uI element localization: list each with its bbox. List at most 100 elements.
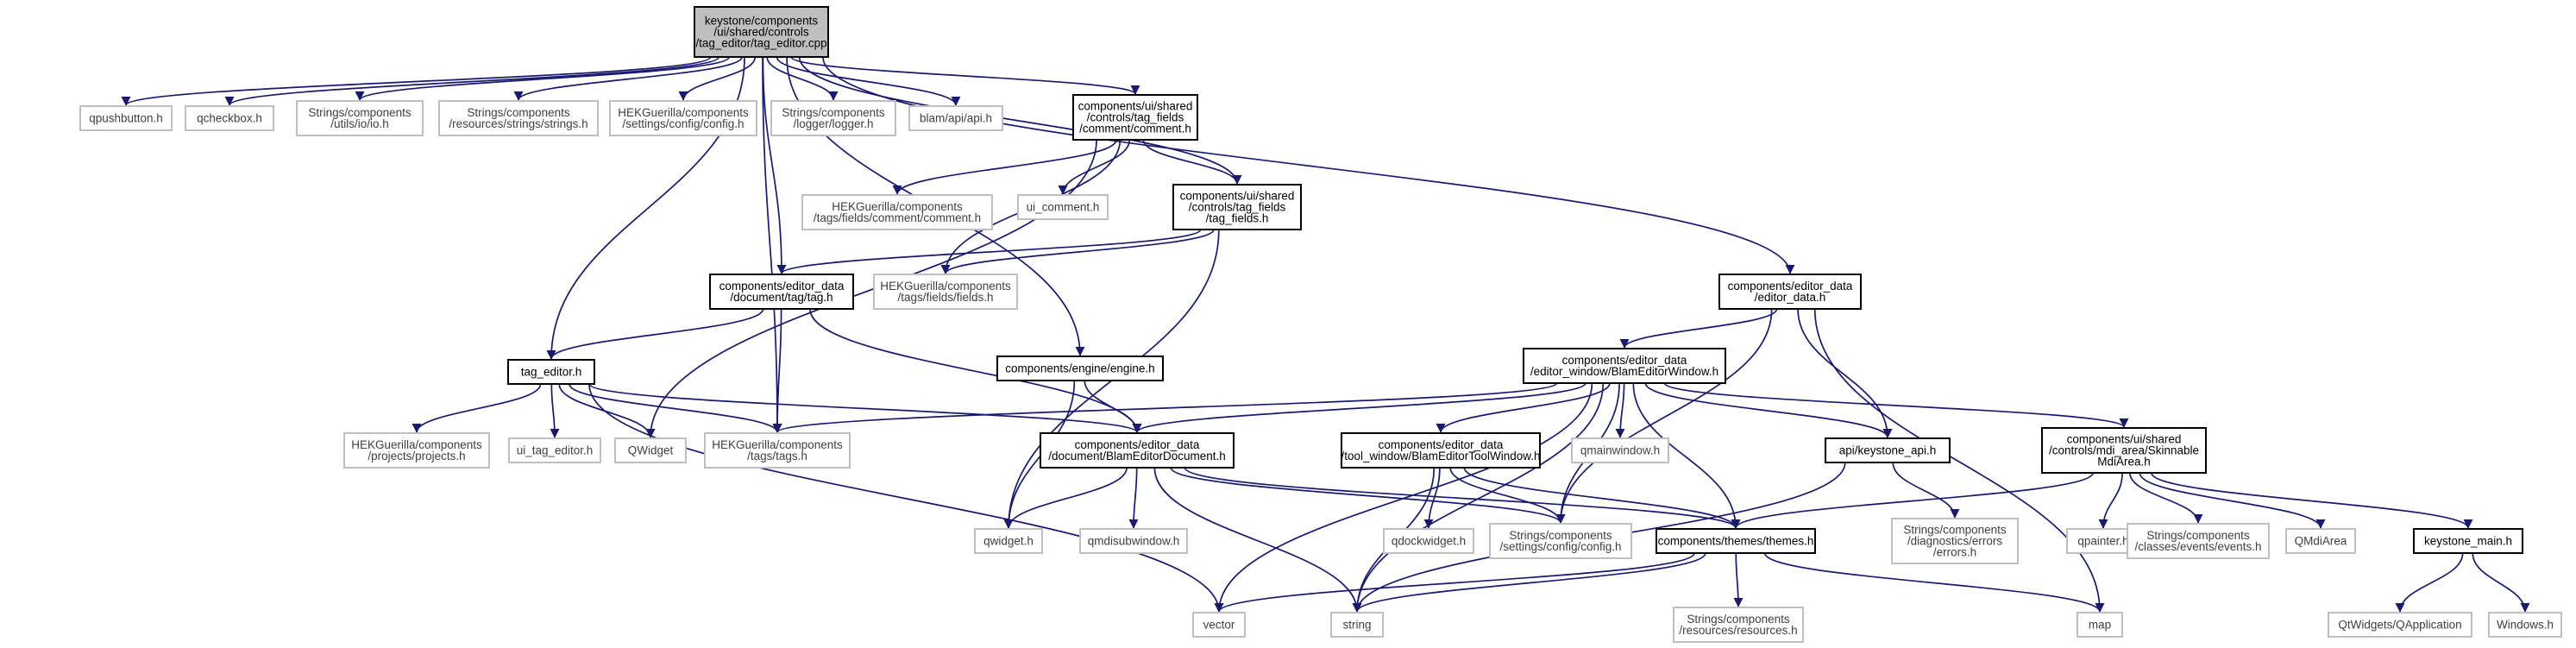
node-label-line: components/ui/shared <box>1078 100 1193 113</box>
node-hek_tags: HEKGuerilla/components/tags/tags.h <box>704 432 851 469</box>
edge-arrow <box>1892 462 1960 519</box>
edge-bed-to-string <box>1153 467 1362 613</box>
node-label-line: Windows.h <box>2497 619 2554 632</box>
node-box <box>1172 184 1302 230</box>
edge-editor_data-to-keystone_api <box>1797 308 1893 438</box>
edge-arrow <box>1797 308 1893 438</box>
node-editor_data[interactable]: components/editor_data/editor_data.h <box>1718 274 1862 310</box>
node-tag_fields[interactable]: components/ui/shared/controls/tag_fields… <box>1172 184 1302 230</box>
node-label-line: QWidget <box>628 444 674 457</box>
node-label-line: qcheckbox.h <box>197 112 262 125</box>
node-box <box>2488 612 2562 638</box>
node-windows: Windows.h <box>2488 612 2562 638</box>
node-box <box>343 432 490 469</box>
edge-bed-to-qmdisubwindow <box>1128 467 1139 529</box>
node-label-line: HEKGuerilla/components <box>351 438 482 451</box>
edge-arrow <box>121 56 712 106</box>
node-bed[interactable]: components/editor_data/document/BlamEdit… <box>1040 432 1235 469</box>
node-label-line: blam/api/api.h <box>920 112 992 125</box>
node-box <box>2077 612 2123 638</box>
edge-arrow <box>1813 308 2105 613</box>
node-tag_h[interactable]: components/editor_data/document/tag/tag.… <box>709 274 854 310</box>
node-label-line: qmainwindow.h <box>1580 444 1660 457</box>
node-label-line: qdockwidget.h <box>1392 535 1466 548</box>
node-box <box>614 437 687 463</box>
node-label-line: qmdisubwindow.h <box>1088 535 1180 548</box>
node-root[interactable]: keystone/components/ui/shared/controls/t… <box>694 6 829 58</box>
node-label-line: /projects/projects.h <box>368 450 465 462</box>
node-label-line: /document/BlamEditorDocument.h <box>1048 450 1226 462</box>
edge-arrow <box>1555 308 1773 524</box>
edge-arrow <box>588 383 1224 613</box>
edge-arrow <box>1214 552 1695 613</box>
edge-root-to-hek_tags <box>762 56 782 433</box>
node-box <box>296 100 424 136</box>
node-box <box>609 100 757 136</box>
edge-root-to-editor_data <box>822 56 1795 274</box>
node-box <box>1079 528 1188 554</box>
node-events: Strings/components/classes/events/events… <box>2127 523 2270 559</box>
edge-arrow <box>1184 467 1741 529</box>
node-box <box>694 6 829 58</box>
node-tag_editor_h[interactable]: tag_editor.h <box>507 359 595 385</box>
edge-arrow <box>1449 467 1566 524</box>
node-hek_comment: HEKGuerilla/components/tags/fields/comme… <box>801 194 993 230</box>
node-hek_projects: HEKGuerilla/components/projects/projects… <box>343 432 490 469</box>
edge-arrow <box>546 308 764 360</box>
edge-bew-to-vector <box>1214 382 1593 613</box>
edge-skinnable-to-keystone_main <box>2151 472 2473 529</box>
node-box <box>1383 528 1474 554</box>
node-label-line: components/ui/shared <box>1180 190 1295 203</box>
edge-keystone_api-to-errors <box>1892 462 1960 519</box>
edge-comment_h-to-hek_comment <box>892 139 1117 195</box>
node-qwidget_cap: QWidget <box>614 437 687 463</box>
node-themes[interactable]: components/themes/themes.h <box>1656 528 1816 554</box>
node-skinnable[interactable]: components/ui/shared/controls/mdi_area/S… <box>2041 427 2207 474</box>
node-label-line: api/keystone_api.h <box>1839 444 1937 457</box>
node-keystone_main[interactable]: keystone_main.h <box>2413 528 2523 554</box>
node-keystone_api[interactable]: api/keystone_api.h <box>1825 437 1951 463</box>
node-box <box>1341 432 1541 469</box>
edge-arrow <box>550 383 560 438</box>
node-box <box>1017 194 1109 220</box>
edge-arrow <box>224 56 720 106</box>
node-label-line: Strings/components <box>308 106 412 119</box>
node-label-line: /ui/shared/controls <box>713 26 809 39</box>
node-label-line: components/ui/shared <box>2067 433 2182 446</box>
edge-arrow <box>1731 472 2094 529</box>
edge-root-to-strings <box>513 56 743 101</box>
node-box <box>770 100 896 136</box>
edge-editor_data-to-map <box>1813 308 2105 613</box>
node-box <box>873 274 1018 310</box>
node-str_config: Strings/components/settings/config/confi… <box>1489 523 1632 559</box>
node-label-line: map <box>2089 619 2111 632</box>
node-comment_h[interactable]: components/ui/shared/controls/tag_fields… <box>1072 94 1198 141</box>
edge-arrow <box>1170 467 1566 524</box>
edge-root-to-qpushbutton <box>121 56 712 106</box>
node-label-line: /logger/logger.h <box>793 117 873 130</box>
node-label-line: /utils/io/io.h <box>330 117 389 130</box>
node-btw[interactable]: components/editor_data/tool_window/BlamE… <box>1341 432 1541 469</box>
edge-themes-to-map <box>1763 552 2105 613</box>
edge-arrow <box>2395 552 2464 613</box>
node-label-line: /resources/strings/strings.h <box>449 117 587 130</box>
edge-arrow <box>1733 552 1744 607</box>
node-label-line: /tool_window/BlamEditorToolWindow.h <box>1341 450 1540 462</box>
edge-arrow <box>2139 472 2326 529</box>
node-label-line: /tag_editor/tag_editor.cpp <box>695 37 826 50</box>
node-qpushbutton: qpushbutton.h <box>79 105 173 131</box>
node-engine[interactable]: components/engine/engine.h <box>996 355 1164 381</box>
edge-tag_editor_h-to-hek_projects <box>412 383 542 433</box>
node-label-line: components/themes/themes.h <box>1658 535 1814 548</box>
node-box <box>996 355 1164 381</box>
node-label-line: /diagnostics/errors <box>1907 535 2003 548</box>
edge-arrow <box>1663 382 2129 428</box>
edge-arrow <box>2151 472 2473 529</box>
edge-keystone_main-to-qapplication <box>2395 552 2464 613</box>
edge-arrow <box>1763 552 2105 613</box>
edge-tag_fields-to-hek_fields <box>940 229 1215 274</box>
node-label-line: /editor_data.h <box>1755 291 1826 304</box>
node-bew[interactable]: components/editor_data/editor_window/Bla… <box>1523 348 1726 384</box>
edge-btw-to-themes <box>1463 467 1741 529</box>
